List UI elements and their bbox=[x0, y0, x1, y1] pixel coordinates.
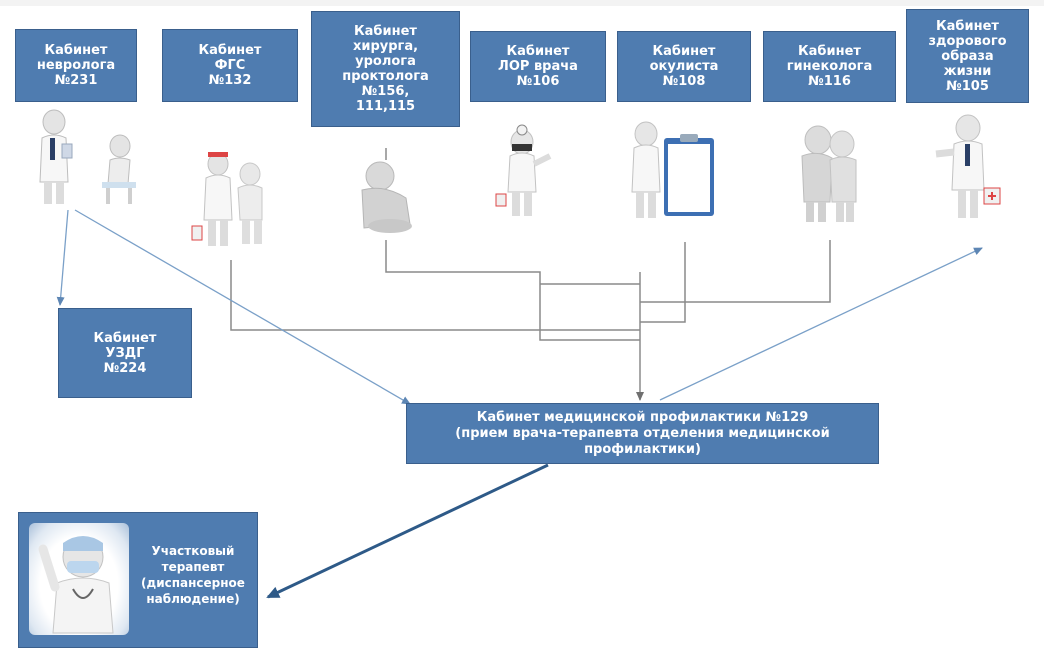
node-uzdg: Кабинет УЗДГ №224 bbox=[58, 308, 192, 398]
top-strip bbox=[0, 0, 1044, 6]
doctor-with-clipboard-icon bbox=[631, 121, 714, 218]
connector-prevention-therapist bbox=[266, 463, 549, 599]
connector-neurology-prevention bbox=[74, 209, 411, 405]
therapist-photo bbox=[29, 523, 129, 635]
node-healthy-life: Кабинет здорового образа жизни №105 bbox=[906, 9, 1029, 103]
node-fgs: Кабинет ФГС №132 bbox=[162, 29, 298, 102]
therapist-pointing-icon bbox=[38, 536, 114, 634]
connector-fgs bbox=[230, 260, 640, 331]
sitting-patient-icon bbox=[361, 161, 412, 233]
connector-neurology-uzdg bbox=[56, 209, 69, 306]
connector-surgeon bbox=[385, 240, 640, 341]
node-lor: Кабинет ЛОР врача №106 bbox=[470, 31, 606, 102]
connector-gynecology bbox=[640, 240, 831, 303]
doctor-with-medkit-icon bbox=[935, 114, 1001, 218]
node-neurology: Кабинет невролога №231 bbox=[15, 29, 137, 102]
node-prevention: Кабинет медицинской профилактики №129 (п… bbox=[406, 403, 879, 464]
connector-ophthalmology bbox=[640, 242, 686, 323]
district-therapist-label: Участковый терапевт (диспансерное наблюд… bbox=[141, 544, 245, 606]
ent-doctor-icon bbox=[495, 124, 552, 216]
node-ophthalmology: Кабинет окулиста №108 bbox=[617, 31, 751, 102]
node-district-therapist: Участковый терапевт (диспансерное наблюд… bbox=[18, 512, 258, 648]
couple-icon bbox=[801, 125, 857, 222]
doctor-examining-patient-icon bbox=[191, 152, 263, 246]
connector-prevention-healthy bbox=[659, 247, 983, 401]
node-surgeon: Кабинет хирурга, уролога проктолога №156… bbox=[311, 11, 460, 127]
node-gynecology: Кабинет гинеколога №116 bbox=[763, 31, 896, 102]
doctor-with-patient-icon bbox=[39, 109, 136, 204]
